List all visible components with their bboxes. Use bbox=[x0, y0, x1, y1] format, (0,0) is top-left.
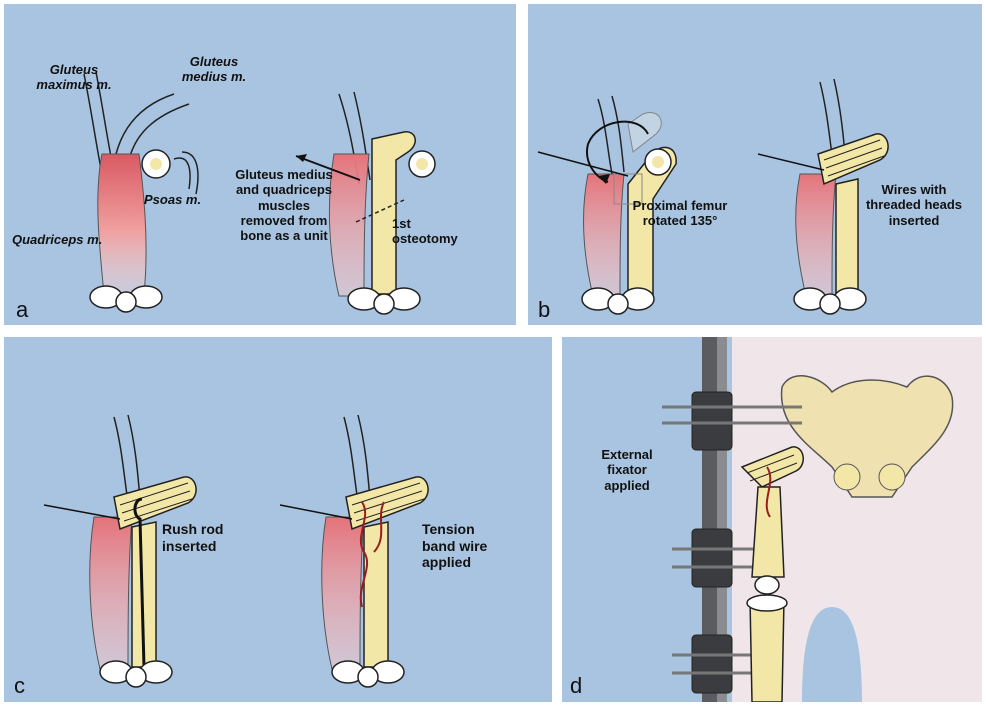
wire bbox=[758, 154, 824, 170]
fixator-clamp-top bbox=[692, 392, 732, 450]
panel-letter-d: d bbox=[570, 675, 582, 697]
panel-d: External fixator applied d bbox=[562, 337, 982, 702]
panel-b: Proximal femur rotated 135° Wires with t… bbox=[528, 4, 982, 325]
label-psoas: Psoas m. bbox=[144, 192, 224, 207]
label-muscle-removal: Gluteus medius and quadriceps muscles re… bbox=[234, 167, 334, 244]
panel-letter-b: b bbox=[538, 299, 550, 321]
panel-d-illustration bbox=[562, 337, 982, 702]
panel-a-illustration bbox=[4, 4, 516, 325]
label-osteotomy: 1st osteotomy bbox=[392, 216, 472, 247]
femur-bone bbox=[372, 132, 415, 294]
tension-band-figure bbox=[280, 415, 428, 687]
label-rotation: Proximal femur rotated 135° bbox=[632, 198, 728, 229]
panel-c: Rush rod inserted Tension band wire appl… bbox=[4, 337, 552, 702]
panel-c-illustration bbox=[4, 337, 552, 702]
panel-b-illustration bbox=[528, 4, 982, 325]
panel-letter-a: a bbox=[16, 299, 28, 321]
label-quadriceps: Quadriceps m. bbox=[12, 232, 107, 247]
label-wires: Wires with threaded heads inserted bbox=[864, 182, 964, 228]
label-gluteus-medius: Gluteus medius m. bbox=[174, 54, 254, 85]
panel-letter-c: c bbox=[14, 675, 25, 697]
label-rush-rod: Rush rod inserted bbox=[162, 521, 232, 554]
label-external-fixator: External fixator applied bbox=[586, 447, 668, 493]
fixator-clamp-middle bbox=[692, 529, 732, 587]
label-gluteus-maximus: Gluteus maximus m. bbox=[34, 62, 114, 93]
label-tension-band: Tension band wire applied bbox=[422, 521, 502, 571]
panel-a: Gluteus maximus m. Gluteus medius m. Pso… bbox=[4, 4, 516, 325]
fixator-clamp-bottom bbox=[692, 635, 732, 693]
